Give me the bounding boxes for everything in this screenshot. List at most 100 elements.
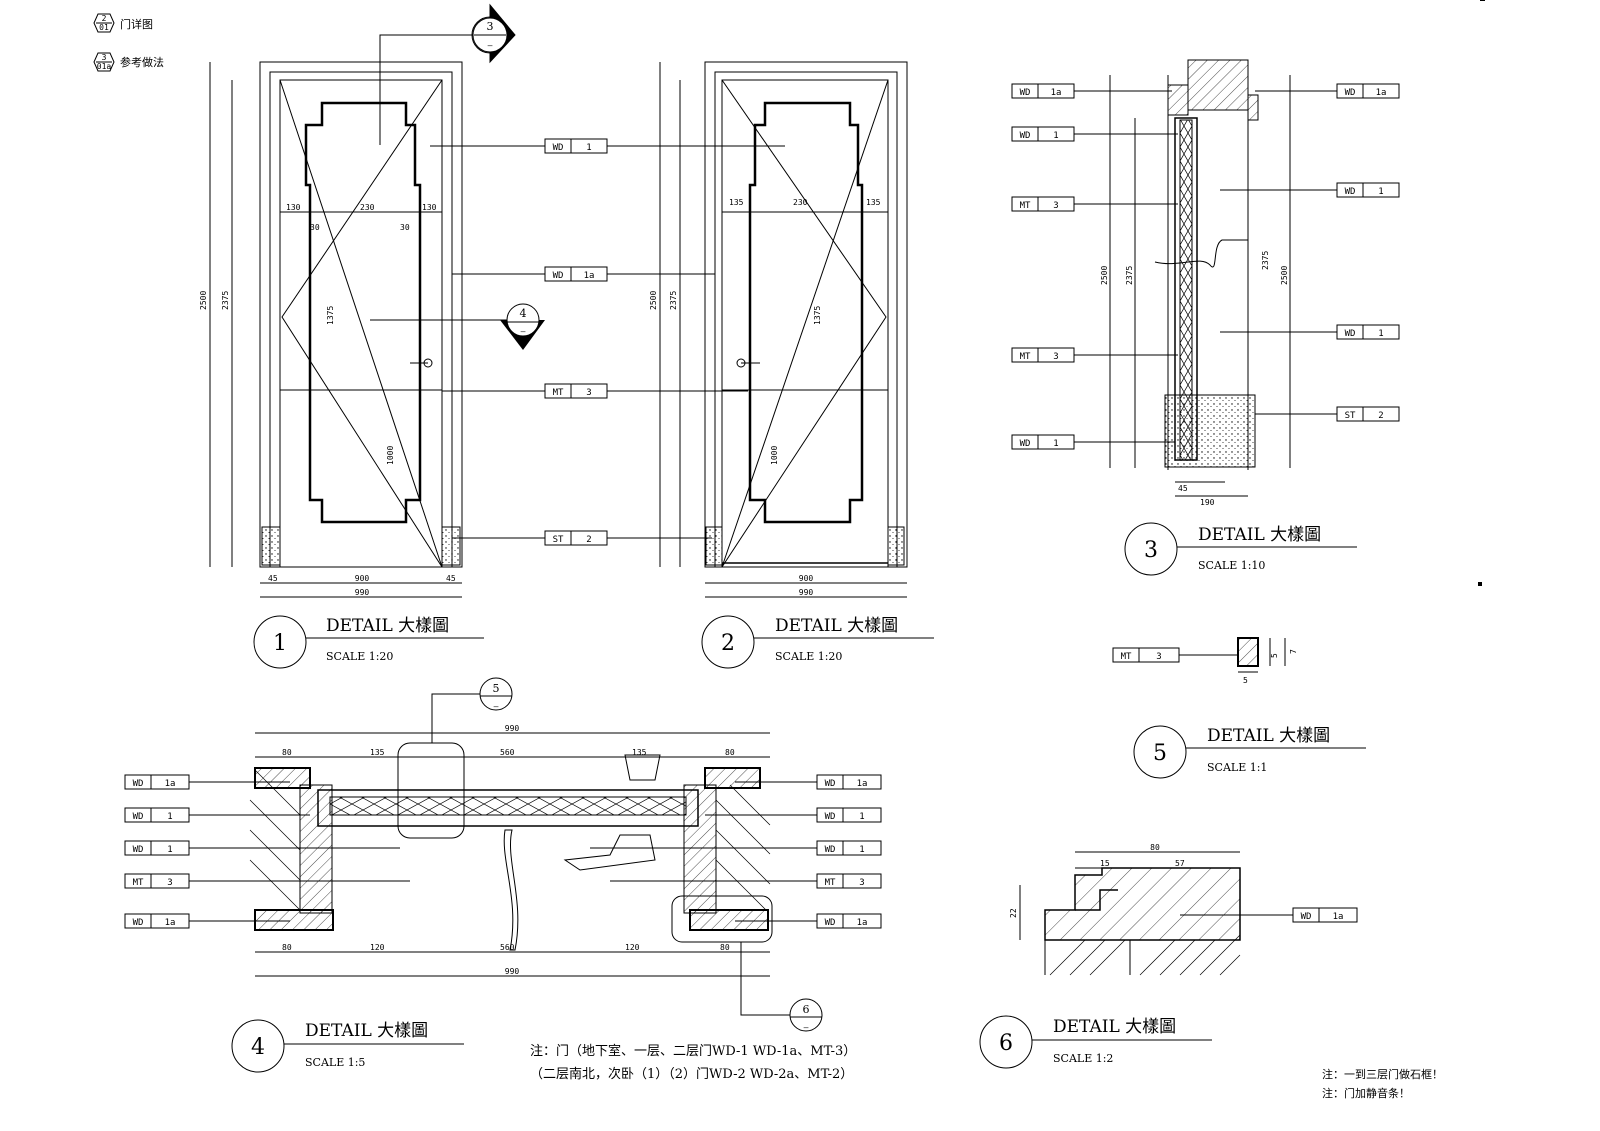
dim-label: 80 (282, 943, 292, 952)
detail-number-circle (1133, 725, 1187, 779)
door-panel-molding (748, 101, 864, 524)
dim-label: 900 (355, 574, 370, 583)
hex-marker-icon (93, 52, 115, 72)
door-frame-outer (704, 61, 908, 568)
svg-text:1: 1 (167, 845, 172, 855)
svg-text:2: 2 (1378, 411, 1383, 421)
detail-number-circle (231, 1019, 285, 1073)
svg-text:WD: WD (1345, 88, 1356, 98)
dim-label: 190 (1200, 498, 1215, 507)
dim-label: 990 (355, 588, 370, 597)
detail-title: DETAIL 大樣圖 (775, 616, 898, 636)
dim-label: 560 (500, 748, 515, 757)
svg-text:MT: MT (553, 388, 564, 398)
dim-label: 135 (370, 748, 385, 757)
door-leaf (279, 79, 443, 568)
stone-base (887, 526, 905, 566)
door-handle-icon (624, 754, 661, 781)
dim-label: 135 (866, 198, 881, 207)
detail-2-door-elevation: 2500 2375 900 990 1375 1000 230 135 135 … (649, 61, 934, 669)
detail-scale: SCALE 1:5 (305, 1056, 365, 1069)
marker-sub: — (804, 1023, 809, 1032)
svg-text:2: 2 (586, 535, 591, 545)
legend-label: 门详图 (120, 17, 153, 31)
svg-text:3: 3 (1053, 352, 1058, 362)
lintel-wall (1187, 59, 1249, 111)
note-text: （二层南北，次卧（1）（2）门WD-2 WD-2a、MT-2） (530, 1066, 853, 1082)
svg-text:WD: WD (825, 918, 836, 928)
detail-title: DETAIL 大樣圖 (326, 616, 449, 636)
svg-text:WD: WD (825, 812, 836, 822)
svg-text:1a: 1a (857, 779, 868, 789)
dim-label: 1375 (326, 306, 335, 325)
dim-label: 135 (729, 198, 744, 207)
svg-text:3: 3 (167, 878, 172, 888)
door-swing-line (721, 79, 887, 568)
detail-number-circle (253, 615, 307, 669)
svg-text:1: 1 (1378, 329, 1383, 339)
dim-label: 135 (632, 748, 647, 757)
marker-number: 3 (487, 20, 494, 33)
casing-profile (1044, 867, 1241, 941)
detail-title: DETAIL 大樣圖 (1053, 1017, 1176, 1037)
tag-mt-3: MT 3 (124, 873, 410, 889)
dim-label: 230 (360, 203, 375, 212)
svg-text:3: 3 (1156, 652, 1161, 662)
legend-item-door-detail: 2 01 门详图 (93, 13, 153, 33)
detail-number-circle (979, 1015, 1033, 1069)
door-swing-line (281, 79, 443, 568)
door-jamb (683, 784, 717, 914)
svg-text:WD: WD (825, 779, 836, 789)
svg-text:WD: WD (133, 845, 144, 855)
center-material-tags: WD 1 WD 1a MT 3 ST 2 (430, 138, 785, 546)
svg-text:WD: WD (553, 271, 564, 281)
marker-sub: — (521, 327, 526, 336)
detail-number: 3 (1144, 538, 1158, 563)
stone-base (1164, 394, 1256, 468)
svg-text:3: 3 (586, 388, 591, 398)
frame-casing (704, 767, 761, 789)
dim-label: 2375 (1125, 266, 1134, 285)
dim-label: 560 (500, 943, 515, 952)
tag-wd-1a: WD 1a (735, 774, 882, 790)
svg-text:1a: 1a (165, 779, 176, 789)
svg-text:MT: MT (133, 878, 144, 888)
detail-scale: SCALE 1:10 (1198, 559, 1265, 572)
legend-label: 参考做法 (120, 55, 164, 69)
hex-marker-icon (93, 13, 115, 33)
legend-item-reference: 3 01a 参考做法 (93, 52, 164, 72)
dim-label: 2500 (1100, 266, 1109, 285)
svg-text:MT: MT (1020, 201, 1031, 211)
dim-label: 7 (1289, 649, 1298, 654)
dim-label: 22 (1009, 908, 1018, 918)
dim-label: 5 (1270, 653, 1279, 658)
stone-base (261, 526, 281, 566)
svg-text:3: 3 (859, 878, 864, 888)
svg-text:MT: MT (1020, 352, 1031, 362)
svg-text:MT: MT (1121, 652, 1132, 662)
frame-casing (689, 909, 769, 931)
dim-label: 1000 (770, 446, 779, 465)
tag-wd-1: WD 1 (124, 840, 400, 856)
legend-code-bottom: 01a (97, 62, 112, 71)
svg-text:1: 1 (167, 812, 172, 822)
marker-sub: — (494, 702, 499, 711)
svg-text:WD: WD (133, 918, 144, 928)
tag-st-2: ST 2 (452, 530, 712, 546)
legend-code-top: 2 (102, 14, 107, 23)
marker-number: 6 (803, 1003, 810, 1016)
marker-number: 5 (493, 682, 500, 695)
tag-wd-1: WD 1 (430, 138, 785, 154)
svg-text:WD: WD (1345, 329, 1356, 339)
svg-text:WD: WD (825, 845, 836, 855)
